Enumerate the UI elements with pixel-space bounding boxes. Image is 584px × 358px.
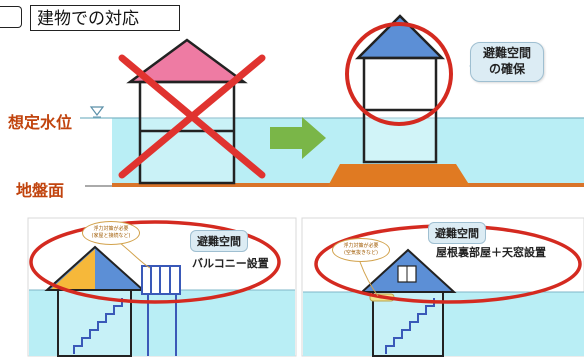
cross-mark-icon-b	[118, 54, 266, 179]
arrow-right-icon	[270, 117, 326, 159]
highlight-circle-top	[345, 22, 453, 126]
bl-tag: 避難空間	[190, 230, 248, 252]
br-caption: 屋根裏部屋＋天窓設置	[436, 246, 546, 259]
bl-caption: バルコニー設置	[192, 257, 269, 270]
side-tab	[0, 6, 22, 28]
diagram-title: 建物での対応	[30, 5, 180, 31]
bl-stairs	[73, 298, 123, 354]
br-note: 浮力対策が必要 (空気抜きなど)	[332, 238, 390, 262]
br-stairs	[385, 298, 435, 354]
water-level-icon	[89, 106, 105, 116]
raised-mound	[328, 164, 470, 186]
bl-note: 浮力対策が必要 (家屋と接続など)	[82, 221, 140, 245]
highlight-circle-bl	[29, 220, 281, 304]
water-level-label: 想定水位	[8, 113, 73, 132]
br-tag: 避難空間	[428, 222, 486, 244]
callout-evacuation-space: 避難空間 の確保	[470, 42, 544, 82]
bl-roof-yellow	[51, 249, 95, 289]
br-note-connector	[359, 261, 379, 297]
ground-label: 地盤面	[16, 181, 65, 200]
